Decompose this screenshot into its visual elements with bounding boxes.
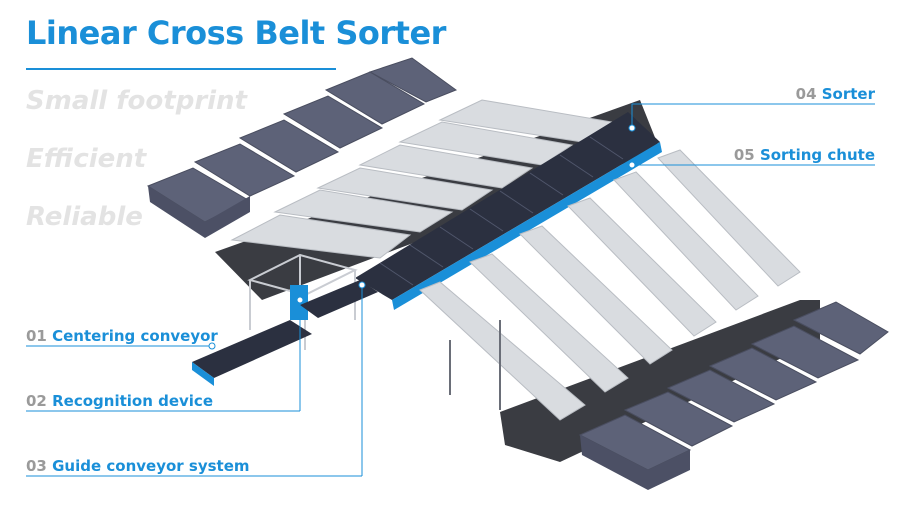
- callout-number: 02: [26, 392, 47, 410]
- centering-conveyor: [192, 320, 312, 378]
- callout-label: Sorter: [821, 85, 875, 103]
- callout-number: 01: [26, 327, 47, 345]
- feature-reliable: Reliable: [26, 202, 143, 232]
- sorter-belt-slats: [379, 136, 624, 286]
- callout-label: Sorting chute: [759, 146, 875, 164]
- upper-chutes: [230, 99, 614, 259]
- callout-dots: [208, 124, 636, 350]
- feature-small-footprint: Small footprint: [26, 86, 247, 116]
- callout-label: Guide conveyor system: [52, 457, 250, 475]
- callout-centering-conveyor: 01 Centering conveyor: [26, 327, 218, 345]
- callout-lines: [26, 103, 875, 477]
- centering-conveyor-rail: [192, 362, 214, 386]
- title-underline: [26, 68, 336, 70]
- callout-guide-conveyor-system: 03 Guide conveyor system: [26, 457, 250, 475]
- lower-bins-front: [580, 435, 690, 490]
- callout-sorter: 04 Sorter: [796, 85, 875, 103]
- callout-number: 05: [733, 146, 755, 164]
- chute-legs: [449, 320, 501, 410]
- callout-sorting-chute: 05 Sorting chute: [734, 146, 875, 164]
- callout-label: Centering conveyor: [52, 327, 218, 345]
- sorter-belt: [355, 112, 660, 300]
- base-plate-lower: [500, 300, 820, 462]
- lower-chutes: [419, 149, 801, 421]
- page-title: Linear Cross Belt Sorter: [26, 14, 446, 52]
- lower-bins: [578, 301, 889, 471]
- upper-bins-front: [148, 186, 250, 238]
- callout-number: 04: [795, 85, 817, 103]
- callout-label: Recognition device: [52, 392, 214, 410]
- guide-conveyor: [300, 280, 378, 318]
- upper-bins: [146, 57, 458, 223]
- sorter-belt-rail: [392, 142, 662, 310]
- feature-efficient: Efficient: [26, 144, 147, 174]
- callout-number: 03: [26, 457, 47, 475]
- callout-recognition-device: 02 Recognition device: [26, 392, 213, 410]
